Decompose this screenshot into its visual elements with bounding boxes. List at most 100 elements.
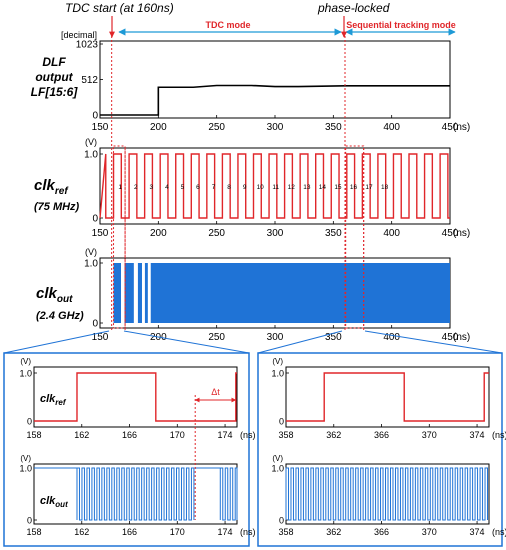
zoom-connector-left-a — [3, 330, 110, 354]
clkout-xtick-label: 400 — [383, 332, 400, 343]
zoom_left_ref-xtick-label: 158 — [26, 430, 41, 440]
clkout-ytick-label: 0 — [92, 319, 98, 330]
zoom_left_out-oscillation — [219, 467, 238, 521]
zoom-left-out-label: clkout — [40, 495, 68, 509]
zoom_right_out-xtick-label: 362 — [326, 527, 341, 537]
guide-lines: Δt — [111, 36, 365, 520]
zoom-connector-left-b — [123, 330, 250, 354]
clkref-cycle-label: 1 — [118, 184, 122, 191]
zoom_right_out-xtick-label: 366 — [374, 527, 389, 537]
dlf-ytick-label: 512 — [81, 75, 98, 86]
zoom-frame-left — [3, 352, 250, 547]
zoom_left_out-oscillation — [76, 467, 195, 521]
zoom_left_ref-plot-frame — [33, 366, 238, 428]
dlf-label-line2: output — [35, 70, 73, 84]
clkout-active-region — [124, 263, 134, 323]
clkref-cycle-label: 8 — [227, 184, 231, 191]
clkref-cycle-label: 13 — [303, 184, 311, 191]
dlf-ytick-label: 1023 — [76, 40, 99, 51]
clkout-xtick-label: 250 — [208, 332, 225, 343]
zoom-left-ref-label-main: clk — [40, 393, 56, 405]
dlf-xlabel: (ns) — [453, 122, 470, 133]
zoom_right_out-ytick-label: 0 — [279, 516, 284, 526]
clkout-active-region — [113, 263, 121, 323]
dlf-row-label: DLF output LF[15:6] — [31, 55, 79, 99]
zoom_right_ref-ytick-label: 0 — [279, 417, 284, 427]
clkref-label-sub: ref — [55, 186, 69, 197]
zoom_left_ref-waveform — [34, 372, 237, 422]
clkref-xtick-label: 250 — [208, 228, 225, 239]
zoom_left_out-plot-frame — [33, 463, 238, 525]
clkref-xtick-label: 200 — [150, 228, 167, 239]
clkref-ytick-label: 1.0 — [84, 150, 98, 161]
clkref-cycle-label: 10 — [257, 184, 265, 191]
zoom_right_ref-xtick-label: 362 — [326, 430, 341, 440]
clkref-cycle-label: 12 — [288, 184, 296, 191]
zoom_right_out-xtick-label: 374 — [470, 527, 485, 537]
zoom_right_ref-xtick-label: 358 — [278, 430, 293, 440]
dlf-label-line3: LF[15:6] — [31, 85, 79, 99]
zoom_right_out-plot-frame — [285, 463, 490, 525]
clkref-xtick-label: 150 — [92, 228, 109, 239]
clkref-xlabel: (ns) — [453, 228, 470, 239]
dlf-xtick-label: 350 — [325, 122, 342, 133]
clkout-ytick-label: 1.0 — [84, 259, 98, 270]
clkout-xlabel: (ns) — [453, 332, 470, 343]
dlf-ylabel: [decimal] — [61, 30, 97, 40]
zoom_right_ref-plot-frame — [285, 366, 490, 428]
zoom_left_ref-xtick-label: 170 — [170, 430, 185, 440]
clkref-freq: (75 MHz) — [34, 201, 80, 213]
clkout-xtick-label: 450 — [442, 332, 459, 343]
zoom_left_ref-ylabel: (V) — [20, 357, 31, 366]
dlf-chart: 150 200 250 300 350 400 450(ns) 0 512 1023[decima… — [61, 30, 470, 133]
zoom_left_out-xtick-label: 158 — [26, 527, 41, 537]
clkref-cycle-label: 7 — [212, 184, 216, 191]
zoom_right_out-xtick-label: 370 — [422, 527, 437, 537]
zoom-left-out-label-main: clk — [40, 495, 56, 507]
phase-locked-annotation: phase-locked — [317, 1, 390, 15]
zoom-left-out-label-sub: out — [55, 500, 68, 509]
clkref-cycle-label: 11 — [272, 184, 279, 191]
svg-text:clkref: clkref — [34, 177, 69, 197]
clkref-cycle-label: 2 — [134, 184, 138, 191]
dlf-xtick-label: 400 — [383, 122, 400, 133]
zoom_left_ref-xtick-label: 166 — [122, 430, 137, 440]
zoom_left_ref-ytick-label: 1.0 — [19, 369, 32, 379]
clkref-row-label: clkref (75 MHz) — [34, 177, 80, 213]
tdc-start-annotation: TDC start (at 160ns) — [65, 1, 174, 15]
clkref-cycle-label: 16 — [350, 184, 358, 191]
zoom_left_ref-xtick-label: 174 — [218, 430, 233, 440]
clkref-ytick-label: 0 — [92, 214, 98, 225]
zoom_right_ref-xtick-label: 370 — [422, 430, 437, 440]
clkref-cycle-label: 17 — [365, 184, 373, 191]
zoom_right_out-xtick-label: 358 — [278, 527, 293, 537]
zoom-left-ref-label-sub: ref — [55, 398, 67, 407]
clkref-xtick-label: 350 — [325, 228, 342, 239]
clkref-cycle-label: 15 — [334, 184, 342, 191]
dlf-xtick-label: 450 — [442, 122, 459, 133]
dlf-xtick-label: 150 — [92, 122, 109, 133]
clkref-xtick-label: 450 — [442, 228, 459, 239]
clkref-xtick-label: 400 — [383, 228, 400, 239]
zoom-left-ref-label: clkref — [40, 393, 67, 407]
zoom-region-box-left — [113, 145, 126, 329]
zoom_right_out-ytick-label: 1.0 — [271, 464, 284, 474]
dlf-xtick-label: 250 — [208, 122, 225, 133]
zoom_right_out-xlabel: (ns) — [492, 527, 506, 537]
dlf-xtick-label: 200 — [150, 122, 167, 133]
zoom_right_ref-ytick-label: 1.0 — [271, 369, 284, 379]
zoom_left_ref-xlabel: (ns) — [240, 430, 256, 440]
clkout-label-main: clk — [36, 285, 58, 302]
zoom_left_out-ylabel: (V) — [20, 454, 31, 463]
clkref-waveform — [99, 153, 450, 219]
zoom_right_ref-xlabel: (ns) — [492, 430, 506, 440]
clkref-ylabel: (V) — [85, 137, 97, 147]
dlf-xtick-label: 300 — [267, 122, 284, 133]
dlf-ytick-label: 0 — [92, 111, 98, 122]
